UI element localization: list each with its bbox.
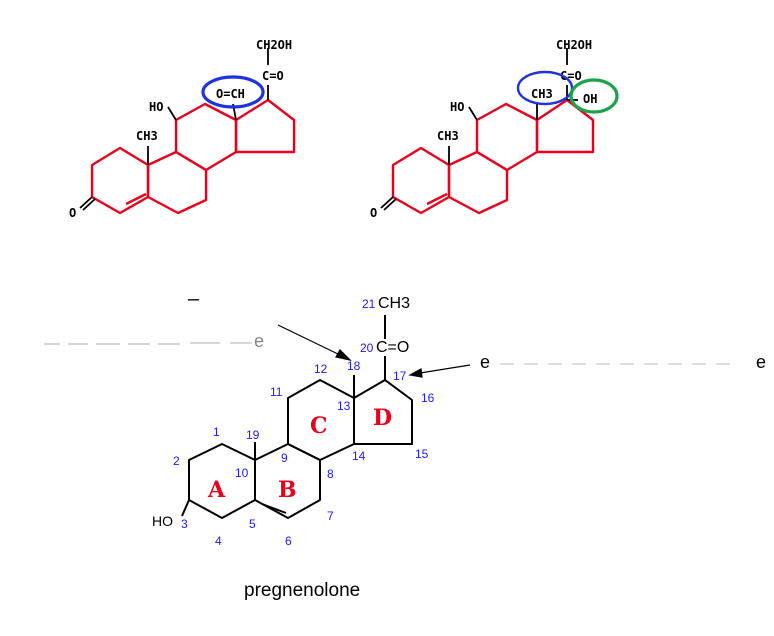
- carbon-number-15: 15: [415, 447, 429, 461]
- carbon-number-21: 21: [362, 297, 376, 311]
- left-group-ch2oh: CH2OH: [256, 38, 292, 52]
- carbon-number-7: 7: [327, 509, 334, 523]
- pregnenolone-methyl-label: CH3: [378, 295, 410, 312]
- left-group-hydroxyl: HO: [149, 100, 163, 114]
- carbon-number-14: 14: [352, 449, 366, 463]
- right-group-carbonyl: C=O: [560, 69, 582, 83]
- pregnenolone-molecule: – e e e: [44, 288, 766, 601]
- pregnenolone-hydroxyl-label: HO: [152, 513, 173, 529]
- right-group-ch2oh: CH2OH: [556, 38, 592, 52]
- carbon-number-12: 12: [314, 362, 328, 376]
- right-highlight-circle-green: [569, 78, 619, 114]
- pointer-arrows: [277, 324, 471, 378]
- carbon-number-19: 19: [246, 428, 260, 442]
- left-ring-bonds: [90, 98, 296, 215]
- right-ring-bonds: [391, 98, 595, 215]
- pregnenolone-caption: pregnenolone: [244, 580, 360, 601]
- left-substituent-bonds: [79, 48, 269, 211]
- right-substituent-bonds: [380, 48, 578, 211]
- left-group-ketone: O: [69, 206, 76, 220]
- carbon-number-13: 13: [337, 399, 351, 413]
- carbon-number-16: 16: [421, 391, 435, 405]
- right-group-ketone: O: [370, 206, 377, 220]
- right-group-methyl: CH3: [437, 129, 459, 143]
- left-highlight-circle-blue: [201, 75, 265, 109]
- right-group-hydroxyl-17: OH: [583, 92, 597, 106]
- carbon-number-11: 11: [270, 385, 283, 399]
- carbon-number-20: 20: [360, 341, 374, 355]
- ring-label-b: B: [278, 477, 297, 503]
- left-steroid-molecule: CH2OH C=O O=CH HO CH3 O: [69, 38, 296, 220]
- carbon-number-10: 10: [235, 466, 249, 480]
- right-steroid-molecule: CH2OH C=O CH3 OH HO CH3 O: [370, 38, 619, 220]
- carbon-number-2: 2: [173, 454, 180, 468]
- fragment-left-text: e: [254, 331, 264, 351]
- carbon-number-3: 3: [181, 517, 188, 531]
- carbon-number-8: 8: [327, 467, 334, 481]
- pregnenolone-substituent-bonds: [181, 315, 386, 517]
- carbon-number-4: 4: [215, 534, 222, 548]
- ring-label-d: D: [373, 405, 392, 431]
- fragment-right-text-2: e: [756, 352, 766, 372]
- carbon-number-5: 5: [249, 517, 256, 531]
- fragment-left-dashes: [44, 342, 252, 345]
- ring-label-c: C: [310, 413, 328, 439]
- fragment-right-text-1: e: [480, 352, 490, 372]
- carbon-number-9: 9: [281, 451, 288, 465]
- carbon-number-6: 6: [285, 534, 292, 548]
- pregnenolone-carbonyl-label: C=O: [376, 339, 409, 356]
- left-group-methyl: CH3: [136, 129, 158, 143]
- carbon-number-18: 18: [347, 359, 361, 373]
- right-group-methyl-top: CH3: [531, 87, 553, 101]
- fragment-top-dash: –: [188, 288, 200, 310]
- carbon-number-1: 1: [213, 425, 220, 439]
- left-group-aldehyde: O=CH: [216, 87, 245, 101]
- right-group-hydroxyl: HO: [450, 100, 464, 114]
- carbon-number-17: 17: [393, 369, 407, 383]
- carbon-number-labels: 1 2 3 4 5 6 7 8 9 10 11 12 13 14 15 16 1…: [173, 297, 435, 548]
- left-group-carbonyl: C=O: [262, 69, 284, 83]
- ring-label-a: A: [207, 477, 226, 503]
